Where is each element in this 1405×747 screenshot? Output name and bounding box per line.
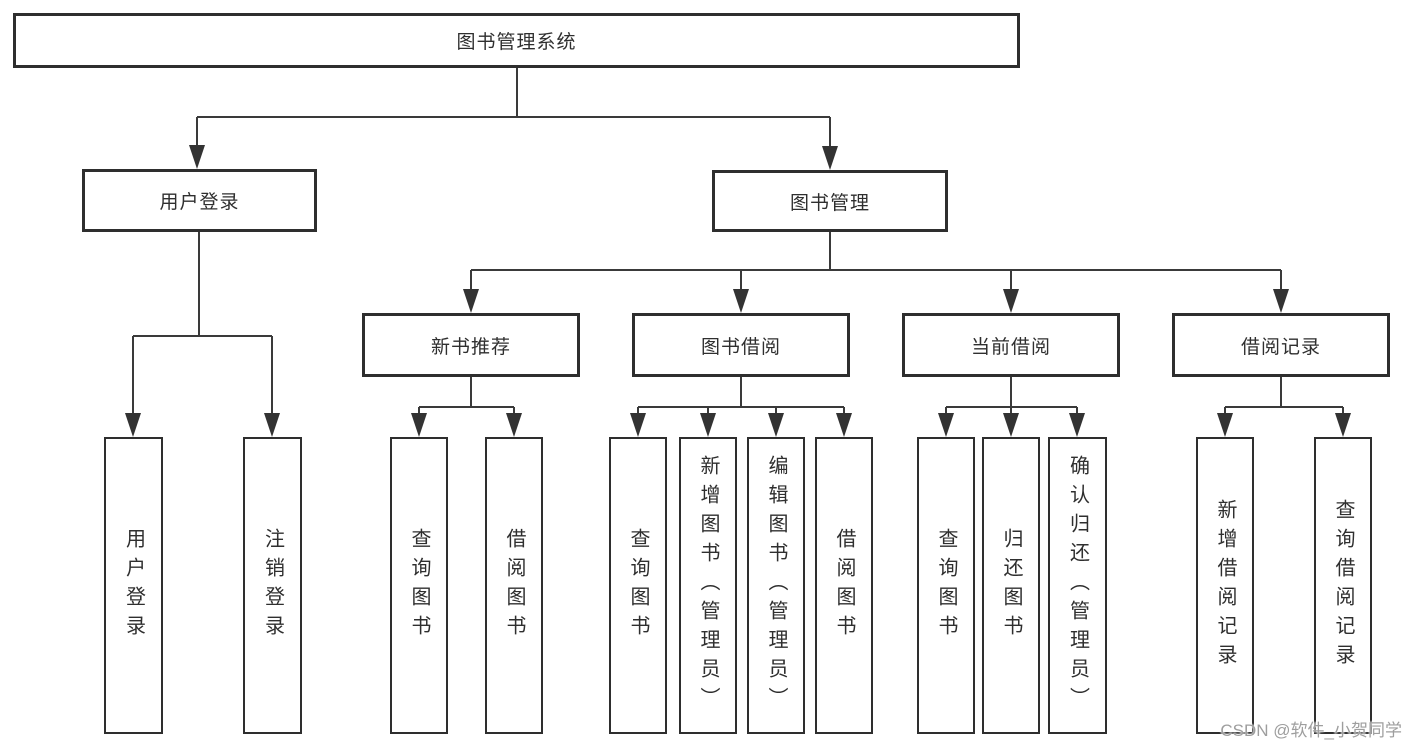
leaf-query-borrow-record-label: 查询借阅记录 <box>1332 498 1354 673</box>
leaf-add-books-admin-label: 新增图书（管理员） <box>697 455 719 716</box>
connector-borrow-records-children <box>1217 377 1351 437</box>
leaf-current-query-books: 查询图书 <box>917 437 975 734</box>
connector-book-borrow-children <box>630 377 852 437</box>
leaf-confirm-return-admin: 确认归还（管理员） <box>1048 437 1107 734</box>
leaf-edit-books-admin-label: 编辑图书（管理员） <box>765 455 787 716</box>
node-current-borrow-label: 当前借阅 <box>970 336 1051 358</box>
leaf-borrow-books-label: 借阅图书 <box>833 527 855 644</box>
node-root-system: 图书管理系统 <box>13 13 1020 68</box>
node-book-borrow: 图书借阅 <box>632 313 850 377</box>
connector-user-login-children <box>125 232 280 437</box>
leaf-return-books-label: 归还图书 <box>1000 527 1022 644</box>
leaf-edit-books-admin: 编辑图书（管理员） <box>747 437 805 734</box>
leaf-recommend-query-books-label: 查询图书 <box>408 527 430 644</box>
leaf-current-query-books-label: 查询图书 <box>935 527 957 644</box>
node-user-login: 用户登录 <box>82 169 317 232</box>
leaf-borrow-books: 借阅图书 <box>815 437 873 734</box>
connector-root-to-level2 <box>189 68 838 170</box>
leaf-borrow-query-books-label: 查询图书 <box>627 527 649 644</box>
connector-book-management-children <box>463 232 1289 313</box>
leaf-return-books: 归还图书 <box>982 437 1040 734</box>
leaf-logout-label: 注销登录 <box>261 527 284 644</box>
leaf-recommend-query-books: 查询图书 <box>390 437 448 734</box>
node-root-system-label: 图书管理系统 <box>456 32 577 53</box>
leaf-recommend-borrow-books: 借阅图书 <box>485 437 543 734</box>
leaf-borrow-query-books: 查询图书 <box>609 437 667 734</box>
leaf-user-login-label: 用户登录 <box>122 527 145 644</box>
node-book-management: 图书管理 <box>712 170 948 232</box>
leaf-query-borrow-record: 查询借阅记录 <box>1314 437 1372 734</box>
leaf-add-borrow-record: 新增借阅记录 <box>1196 437 1254 734</box>
leaf-add-borrow-record-label: 新增借阅记录 <box>1214 498 1236 673</box>
leaf-add-books-admin: 新增图书（管理员） <box>679 437 737 734</box>
csdn-watermark: CSDN @软件_小贺同学 <box>1220 721 1402 740</box>
node-book-borrow-label: 图书借阅 <box>700 336 781 358</box>
connector-current-borrow-children <box>938 377 1085 437</box>
leaf-recommend-borrow-books-label: 借阅图书 <box>503 527 525 644</box>
leaf-user-login: 用户登录 <box>104 437 163 734</box>
node-book-management-label: 图书管理 <box>789 192 870 214</box>
node-user-login-label: 用户登录 <box>159 192 240 213</box>
node-new-book-recommend-label: 新书推荐 <box>430 336 511 358</box>
node-current-borrow: 当前借阅 <box>902 313 1120 377</box>
node-borrow-records-label: 借阅记录 <box>1240 336 1321 358</box>
node-new-book-recommend: 新书推荐 <box>362 313 580 377</box>
connector-new-book-recommend-children <box>411 377 522 437</box>
leaf-logout: 注销登录 <box>243 437 302 734</box>
leaf-confirm-return-admin-label: 确认归还（管理员） <box>1066 455 1089 716</box>
node-borrow-records: 借阅记录 <box>1172 313 1390 377</box>
